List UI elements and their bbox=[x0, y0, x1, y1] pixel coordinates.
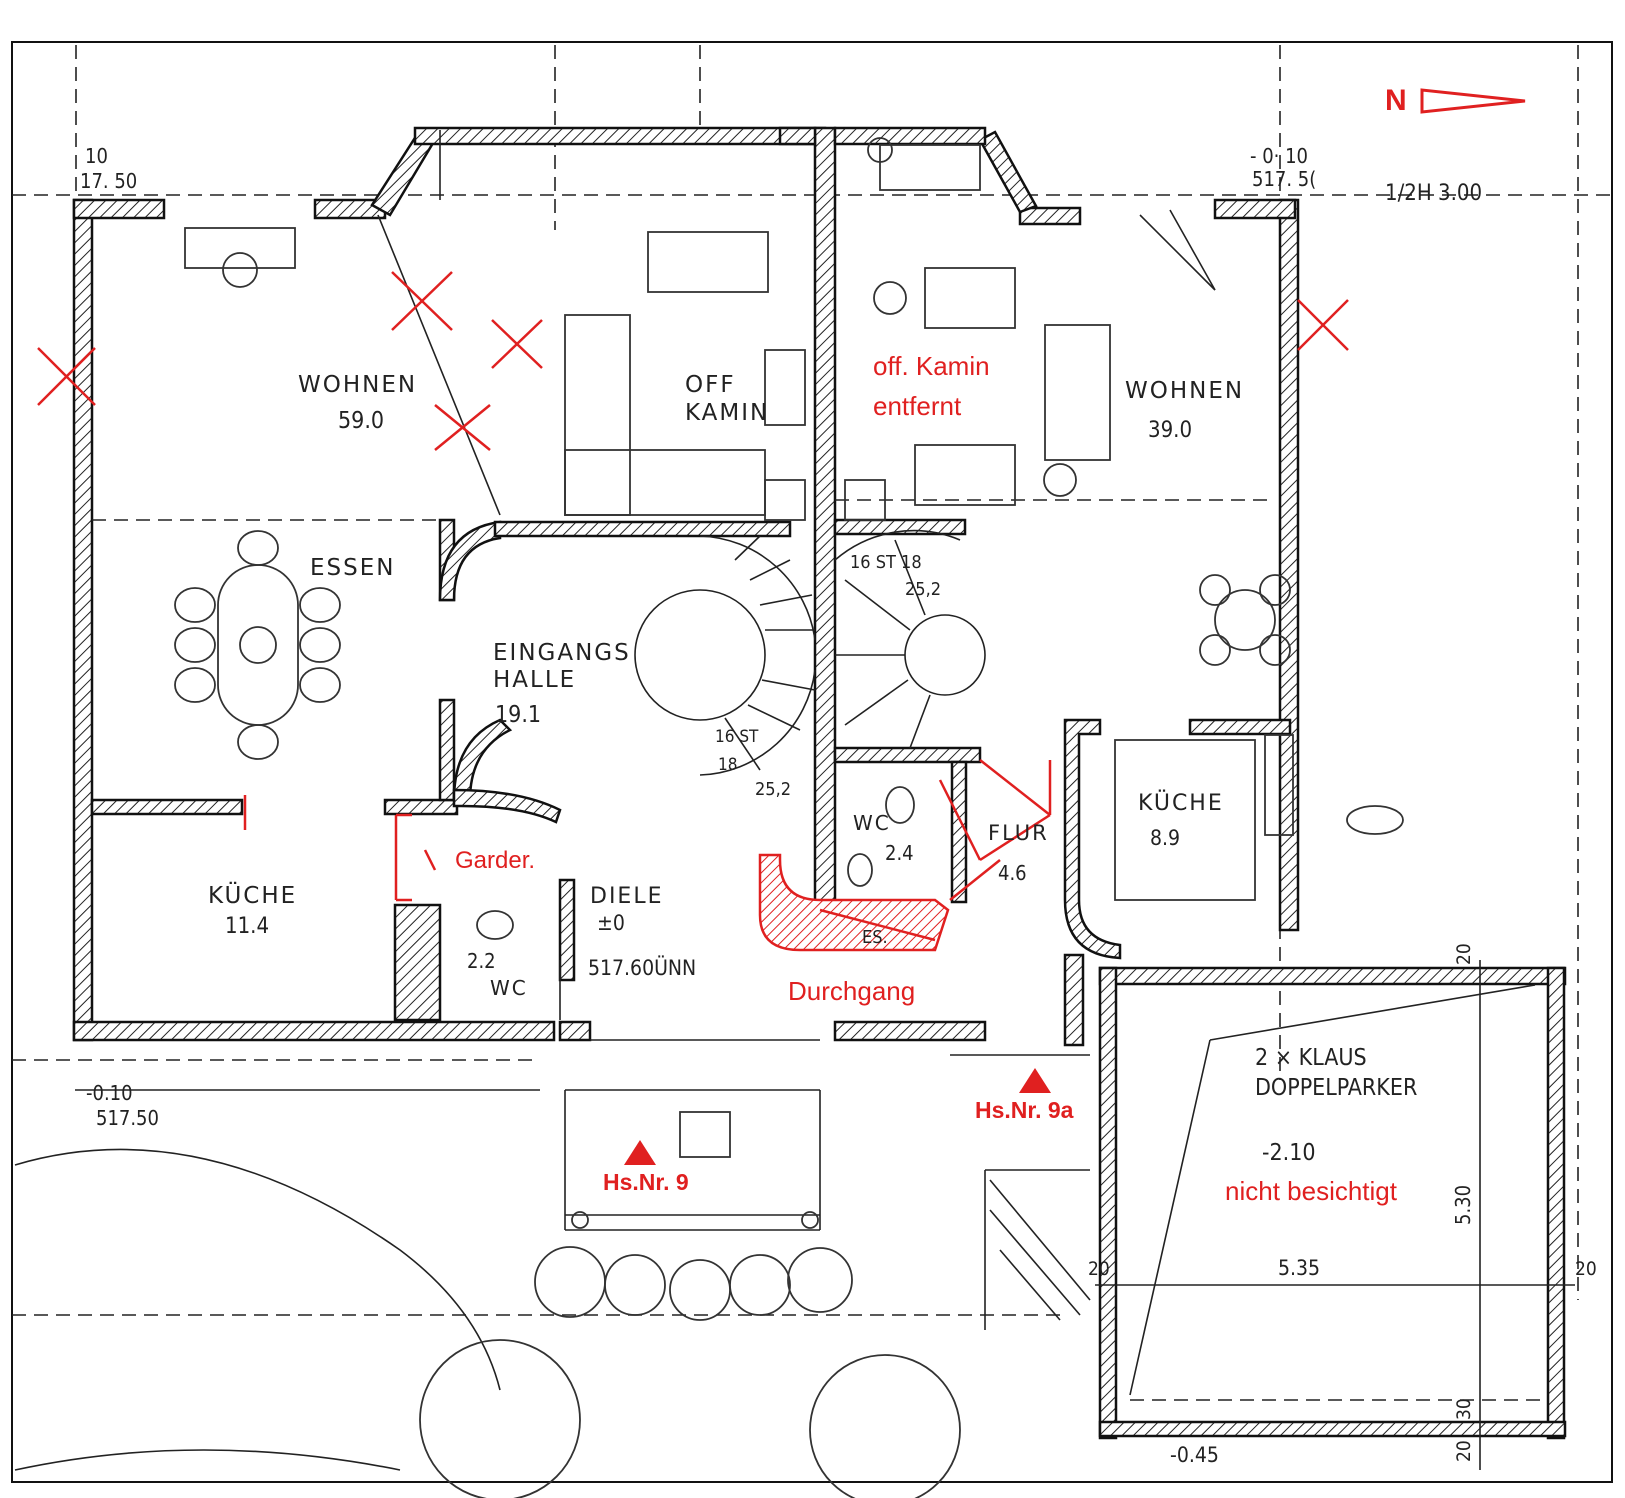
room-level-diele: ±0 bbox=[597, 911, 625, 935]
room-label-wohnen-right: WOHNEN bbox=[1125, 378, 1244, 404]
room-label-off-kamin-2: KAMIN bbox=[685, 400, 769, 426]
drawing-frame bbox=[11, 41, 1613, 1483]
dim-20-b: 20 bbox=[1575, 1258, 1597, 1280]
level-top-left-2: 17. 50 bbox=[80, 169, 137, 193]
cross-mark bbox=[37, 347, 96, 406]
annotation-durchgang: Durchgang bbox=[788, 976, 915, 1006]
house-9a-marker-icon bbox=[1019, 1068, 1051, 1093]
annotation-nicht-besichtigt: nicht besichtigt bbox=[1225, 1176, 1398, 1206]
cross-mark bbox=[391, 271, 453, 331]
garage-label-1: 2 × KLAUS bbox=[1255, 1045, 1367, 1071]
walls-left-house bbox=[72, 126, 827, 1042]
dim-20-d: 20 bbox=[1453, 1440, 1475, 1462]
walls-garage bbox=[1098, 966, 1567, 1440]
dim-30: 30 bbox=[1453, 1398, 1475, 1420]
red-modifications bbox=[243, 759, 1052, 952]
room-area-wc-left: 2.2 bbox=[467, 949, 496, 973]
level-bottom-left-1: -0.10 bbox=[86, 1081, 133, 1105]
landscaping bbox=[14, 1148, 1091, 1498]
north-letter: N bbox=[1385, 84, 1407, 117]
stair-label-1: 16 ST 18 bbox=[850, 552, 922, 573]
room-label-wohnen-left: WOHNEN bbox=[298, 372, 417, 398]
stair-label-4: 18 bbox=[718, 755, 737, 775]
level-top-right-2: 517. 5( bbox=[1252, 167, 1316, 191]
half-height-label: 1/2H 3.00 bbox=[1385, 181, 1482, 206]
dim-20-c: 20 bbox=[1453, 943, 1475, 965]
room-height-diele: 517.60ÜNN bbox=[588, 955, 696, 980]
annotation-hs-nr-9: Hs.Nr. 9 bbox=[603, 1169, 689, 1195]
garage-level: -2.10 bbox=[1262, 1140, 1316, 1166]
annotation-garder: Garder. bbox=[455, 847, 535, 874]
level-top-left-1: 10 bbox=[85, 144, 108, 168]
furniture bbox=[174, 137, 1404, 1229]
room-label-kueche-left: KÜCHE bbox=[208, 881, 297, 909]
house-9-marker-icon bbox=[624, 1140, 656, 1165]
cross-mark bbox=[491, 319, 543, 369]
room-label-essen: ESSEN bbox=[310, 555, 395, 581]
room-label-wc-right: WC bbox=[853, 811, 891, 835]
room-label-diele: DIELE bbox=[590, 884, 664, 909]
level-bottom-left-2: 517.50 bbox=[96, 1106, 159, 1130]
level-top-right-1: - 0· 10 bbox=[1250, 144, 1308, 168]
room-label-kueche-right: KÜCHE bbox=[1138, 790, 1224, 816]
annotation-hs-nr-9a: Hs.Nr. 9a bbox=[975, 1097, 1074, 1123]
interior-lines bbox=[75, 130, 1270, 1330]
north-arrow-icon bbox=[1420, 88, 1526, 114]
room-label-off-kamin-1: OFF bbox=[685, 372, 736, 398]
room-area-eingangshalle: 19.1 bbox=[495, 702, 541, 728]
room-area-wohnen-left: 59.0 bbox=[338, 408, 384, 434]
cross-mark bbox=[434, 404, 491, 451]
garage-label-2: DOPPELPARKER bbox=[1255, 1075, 1417, 1101]
stair-label-2: 25,2 bbox=[905, 579, 941, 600]
dim-045: -0.45 bbox=[1170, 1443, 1219, 1467]
es-label: ES. bbox=[862, 927, 888, 948]
room-label-flur: FLUR bbox=[988, 821, 1049, 845]
room-label-wc-left: WC bbox=[490, 976, 528, 1000]
cross-mark bbox=[1297, 299, 1349, 351]
stair-label-3: 16 ST bbox=[715, 727, 759, 747]
north-arrow: N bbox=[1385, 84, 1526, 117]
room-label-eingangshalle-1: EINGANGS bbox=[493, 640, 631, 666]
dim-535: 5.35 bbox=[1278, 1256, 1320, 1280]
axis-lines bbox=[12, 45, 1610, 1316]
annotation-kamin-removed-1: off. Kamin bbox=[873, 351, 990, 381]
room-area-kueche-left: 11.4 bbox=[225, 914, 269, 939]
room-area-kueche-right: 8.9 bbox=[1150, 826, 1180, 850]
stair-label-5: 25,2 bbox=[755, 779, 791, 800]
dim-530: 5.30 bbox=[1451, 1185, 1475, 1225]
dim-20-a: 20 bbox=[1088, 1258, 1110, 1280]
removed-crosses bbox=[37, 271, 1349, 451]
room-area-wc-right: 2.4 bbox=[885, 841, 914, 865]
room-area-flur: 4.6 bbox=[998, 861, 1027, 885]
annotation-kamin-removed-2: entfernt bbox=[873, 391, 962, 421]
room-label-eingangshalle-2: HALLE bbox=[493, 667, 576, 693]
room-area-wohnen-right: 39.0 bbox=[1148, 418, 1192, 443]
